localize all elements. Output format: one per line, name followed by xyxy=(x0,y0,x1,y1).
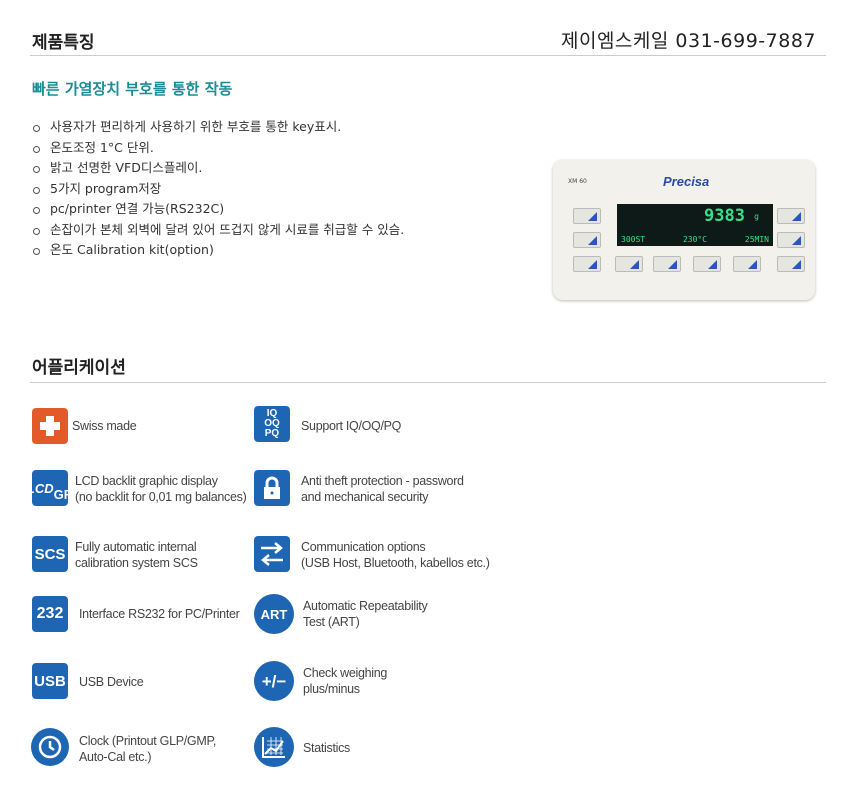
app-label-line1: Clock (Printout GLP/GMP, xyxy=(79,734,217,748)
list-item: 밝고 선명한 VFD디스플레이. xyxy=(33,158,404,179)
clock-icon xyxy=(31,728,69,766)
app-label: Interface RS232 for PC/Printer xyxy=(79,607,240,621)
app-label: Statistics xyxy=(303,741,351,755)
app-label: Swiss made xyxy=(72,419,137,433)
divider xyxy=(30,382,826,383)
art-icon: ART xyxy=(254,594,294,634)
statistics-chart-icon xyxy=(254,727,294,767)
app-label-line2: Test (ART) xyxy=(303,615,360,629)
scs-icon: SCS xyxy=(32,536,68,572)
app-label-line1: Check weighing xyxy=(303,666,388,680)
device-model: XM 60 xyxy=(568,178,587,185)
app-label-line2: calibration system SCS xyxy=(75,556,198,570)
phone-contact: 제이엠스케일 031-699-7887 xyxy=(560,30,816,52)
display-temp: 230°C xyxy=(682,235,708,244)
app-label: Anti theft protection - password and mech… xyxy=(301,473,464,505)
print-key xyxy=(777,208,805,224)
app-label-line2: plus/minus xyxy=(303,682,360,696)
mode-key xyxy=(733,256,761,272)
list-item: 손잡이가 본체 외벽에 달려 있어 뜨겁지 않게 시료를 취급할 수 있슴. xyxy=(33,220,404,241)
app-label: LCD backlit graphic display (no backlit f… xyxy=(75,473,247,505)
swiss-cross-icon xyxy=(32,408,68,444)
app-label: Clock (Printout GLP/GMP, Auto-Cal etc.) xyxy=(79,733,216,765)
rs232-icon: 232 xyxy=(32,596,68,632)
heat-key xyxy=(615,256,643,272)
app-label: Communication options (USB Host, Bluetoot… xyxy=(301,539,490,571)
app-label: Check weighing plus/minus xyxy=(303,665,387,697)
product-image: XM 60 Precisa 9383 g 300ST 230°C 25MIN xyxy=(553,160,815,300)
feature-list: 사용자가 편리하게 사용하기 위한 부호를 통한 key표시. 온도조정 1°C… xyxy=(33,117,404,261)
display-time: 25MIN xyxy=(744,235,769,244)
app-label-line1: Fully automatic internal xyxy=(75,540,197,554)
lock-icon xyxy=(254,470,290,506)
plus-minus-icon: +/− xyxy=(254,661,294,701)
start-key xyxy=(777,256,805,272)
power-key xyxy=(573,208,601,224)
app-label: Support IQ/OQ/PQ xyxy=(301,419,402,433)
app-label-line1: LCD backlit graphic display xyxy=(75,474,218,488)
list-item: 사용자가 편리하게 사용하기 위한 부호를 통한 key표시. xyxy=(33,117,404,138)
features-title: 제품특징 xyxy=(32,33,95,53)
list-item: 5가지 program저장 xyxy=(33,179,404,200)
display-unit: g xyxy=(754,212,759,221)
tare-key xyxy=(573,256,601,272)
display-value: 9383 xyxy=(704,206,745,226)
menu-key xyxy=(573,232,601,248)
app-label-line2: Auto-Cal etc.) xyxy=(79,750,152,764)
device-brand-logo: Precisa xyxy=(663,174,710,189)
app-label-line1: Automatic Repeatability xyxy=(303,599,428,613)
app-label-line2: and mechanical security xyxy=(301,490,429,504)
features-subtitle: 빠른 가열장치 부호를 통한 작동 xyxy=(32,80,233,98)
list-item: pc/printer 연결 가능(RS232C) xyxy=(33,199,404,220)
list-item: 온도 Calibration kit(option) xyxy=(33,240,404,261)
arrows-exchange-icon xyxy=(254,536,290,572)
divider xyxy=(30,55,826,56)
app-label-line1: Communication options xyxy=(301,540,426,554)
app-label: USB Device xyxy=(79,675,144,689)
app-label-line1: Anti theft protection - password xyxy=(301,474,464,488)
list-item: 온도조정 1°C 단위. xyxy=(33,138,404,159)
app-label: Fully automatic internal calibration syst… xyxy=(75,539,198,571)
app-label-line2: (no backlit for 0,01 mg balances) xyxy=(75,490,247,504)
device-display: 9383 g 300ST 230°C 25MIN xyxy=(617,204,773,246)
applications-title: 어플리케이션 xyxy=(32,358,126,378)
app-label-line2: (USB Host, Bluetooth, kabellos etc.) xyxy=(301,556,490,570)
display-program: 300ST xyxy=(621,235,646,244)
cycle-key xyxy=(777,232,805,248)
timer-key xyxy=(693,256,721,272)
temp-key xyxy=(653,256,681,272)
usb-icon: USB xyxy=(32,663,68,699)
